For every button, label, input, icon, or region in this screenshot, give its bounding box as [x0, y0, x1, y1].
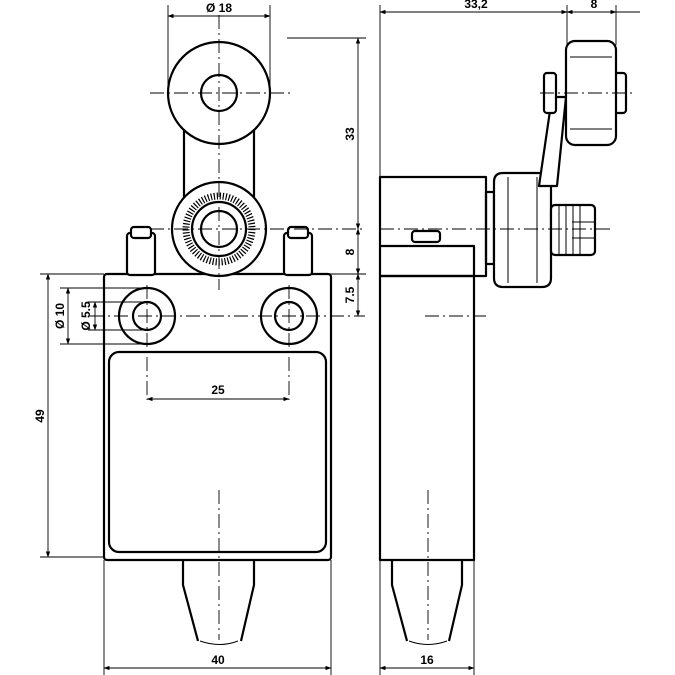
dimension-labels: Ø 18 33 8 7.5 Ø 10 Ø 5.5 49 25 40 33,2 8… — [33, 0, 598, 667]
dimension-lines — [40, 5, 640, 675]
label-body-width: 40 — [211, 653, 225, 667]
side-view — [378, 39, 632, 645]
label-roller-diameter: Ø 18 — [206, 1, 232, 15]
front-body — [102, 272, 333, 562]
label-arm-height: 33 — [343, 127, 357, 141]
right-screw — [286, 225, 310, 240]
side-cable-gland — [390, 560, 464, 642]
side-head-step — [380, 244, 476, 276]
label-side-width: 33,2 — [464, 0, 488, 11]
label-body-height: 49 — [33, 409, 47, 423]
label-hole-offset: 7.5 — [343, 286, 357, 303]
left-screw — [129, 225, 153, 240]
side-flange — [484, 190, 496, 266]
cable-gland — [181, 560, 256, 642]
mounting-hole-right-inner — [273, 300, 305, 332]
label-hole-spacing: 25 — [211, 383, 225, 397]
left-lug — [125, 231, 157, 277]
cable-break — [199, 640, 239, 645]
label-hole-diameter-inner: Ø 5.5 — [79, 301, 93, 331]
front-view — [90, 15, 365, 645]
front-cover — [107, 350, 328, 554]
right-lug — [282, 231, 314, 277]
label-side-depth: 16 — [420, 653, 434, 667]
label-head-height: 8 — [343, 248, 357, 255]
label-hole-diameter-outer: Ø 10 — [53, 303, 67, 329]
side-nut — [492, 171, 553, 289]
side-head — [378, 175, 488, 278]
side-head-screw — [410, 229, 442, 244]
label-roller-width: 8 — [591, 0, 598, 11]
side-body — [378, 274, 476, 562]
